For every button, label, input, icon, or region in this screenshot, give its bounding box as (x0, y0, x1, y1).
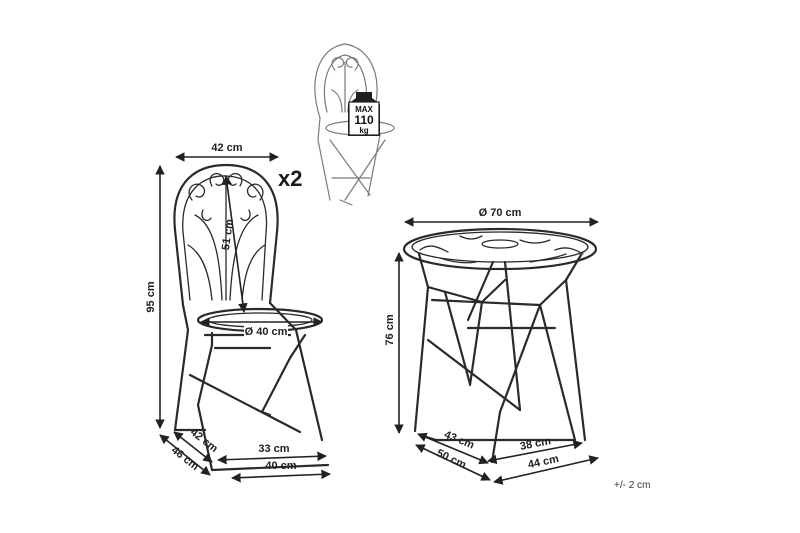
badge-max-label: MAX (355, 105, 373, 114)
chair-base-inner-label: 33 cm (258, 443, 289, 455)
table-base-inner-label: 38 cm (519, 435, 552, 453)
chair-base-outer-label: 40 cm (265, 460, 296, 472)
quantity-multiplier: x2 (278, 166, 302, 191)
table-illustration (402, 227, 598, 464)
chair-width-label: 42 cm (211, 142, 242, 154)
backrest-height-label: 51 cm (220, 218, 236, 251)
table-diameter-label: Ø 70 cm (479, 207, 522, 219)
table-depth-outer-label: 50 cm (435, 447, 469, 471)
badge-weight-value: 110 (354, 113, 374, 127)
weight-limit-badge: MAX 110 kg (348, 92, 380, 136)
chair-illustration (173, 163, 330, 472)
seat-diameter-label: Ø 40 cm (245, 326, 288, 338)
table-height-label: 76 cm (384, 314, 396, 345)
table-depth-inner-label: 43 cm (442, 429, 476, 452)
chair-height-label: 95 cm (145, 281, 157, 312)
tolerance-note: +/- 2 cm (614, 480, 650, 491)
badge-unit-label: kg (359, 126, 368, 135)
